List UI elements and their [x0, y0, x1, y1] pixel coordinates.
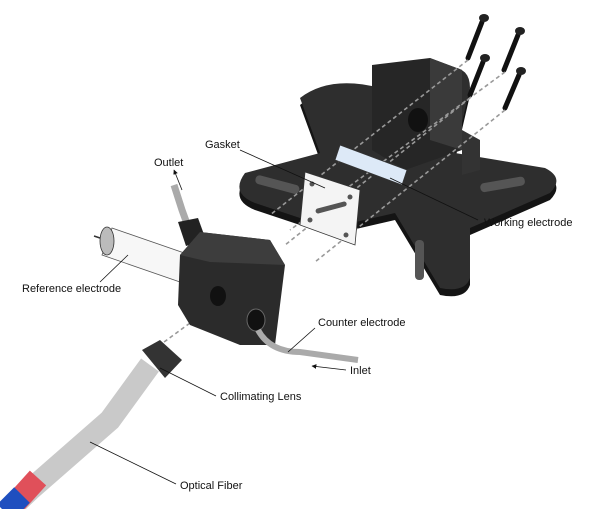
label-gasket: Gasket — [205, 139, 240, 151]
label-collimating-lens: Collimating Lens — [220, 391, 302, 403]
support-block — [372, 58, 480, 175]
collimating-lens — [142, 340, 182, 378]
optical-fiber — [0, 340, 182, 509]
label-reference-electrode: Reference electrode — [22, 283, 121, 295]
label-counter-electrode: Counter electrode — [318, 317, 405, 329]
label-inlet: Inlet — [350, 365, 371, 377]
label-working-electrode: Working electrode — [484, 217, 572, 229]
counter-electrode-wire — [255, 328, 359, 363]
label-outlet: Outlet — [154, 157, 183, 169]
gasket — [299, 171, 361, 246]
label-optical-fiber: Optical Fiber — [180, 480, 243, 492]
screws — [465, 14, 526, 111]
working-electrode — [334, 144, 408, 186]
cell-body — [178, 232, 285, 345]
